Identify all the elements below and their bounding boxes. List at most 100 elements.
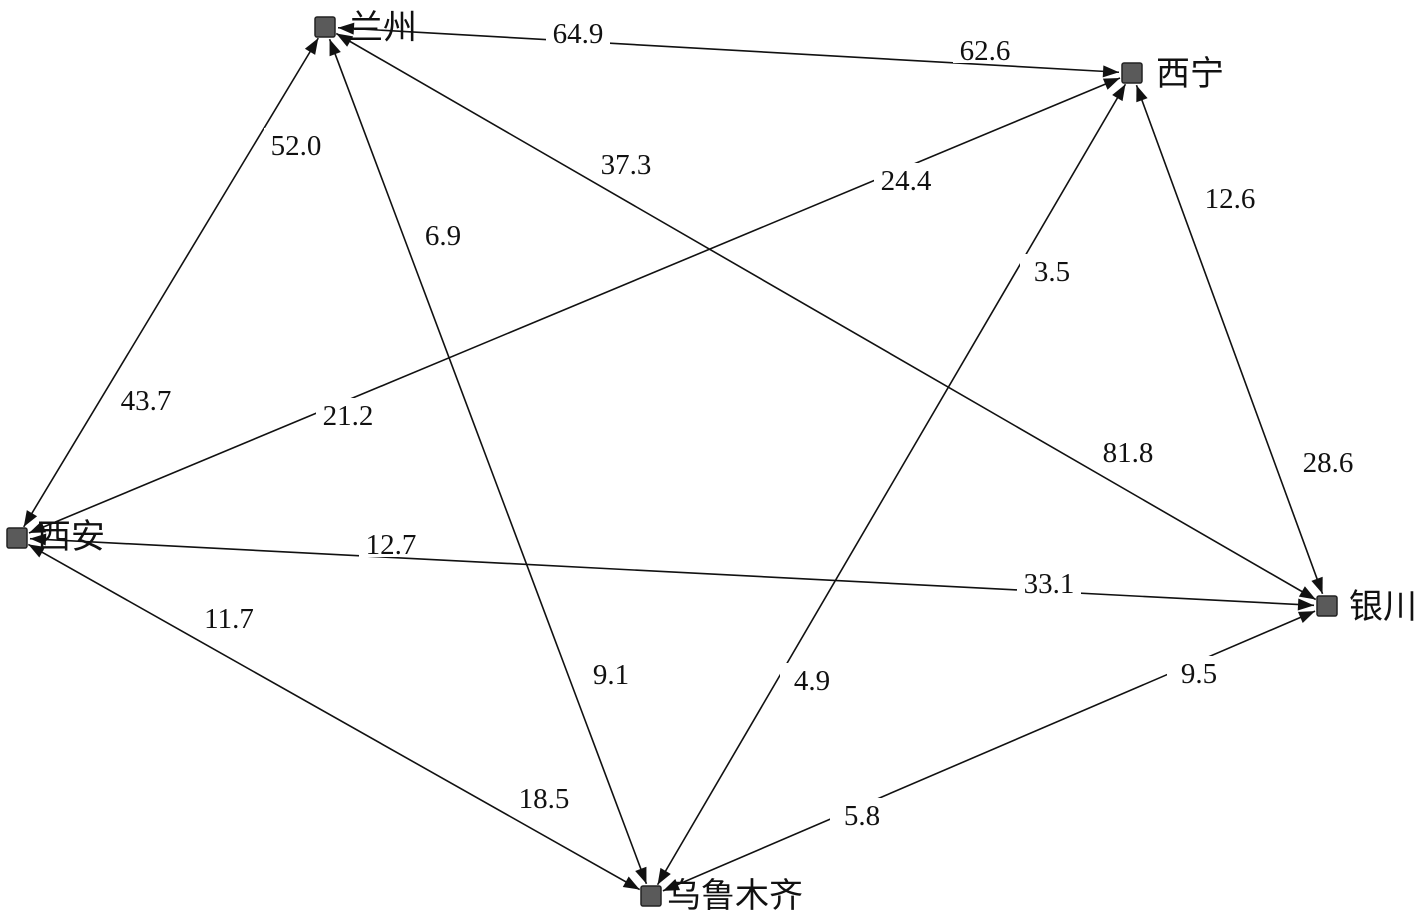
edge-label-bg: [264, 128, 328, 158]
edge-label-lanzhou-xian-xian: 43.7: [121, 385, 172, 417]
edges-layer: [23, 22, 1324, 892]
edge-label-bg: [1296, 445, 1360, 475]
node-label-xining: 西宁: [1156, 54, 1224, 94]
arrowhead-xining-urumqi-at-urumqi: [657, 867, 671, 885]
edge-label-bg: [512, 781, 576, 811]
edge-label-lanzhou-xian-lanzhou: 52.0: [271, 130, 322, 162]
node-urumqi: 乌鲁木齐: [640, 876, 803, 916]
arrowhead-lanzhou-yinchuan-at-yinchuan: [1298, 586, 1316, 600]
edge-label-lanzhou-urumqi-lanzhou: 6.9: [425, 220, 461, 252]
arrowhead-lanzhou-urumqi-at-lanzhou: [329, 39, 341, 57]
edge-label-bg: [874, 163, 938, 193]
arrowhead-lanzhou-xining-at-lanzhou: [337, 22, 355, 35]
edge-label-lanzhou-yinchuan-lanzhou: 37.3: [601, 149, 652, 181]
edge-xining-yinchuan: [1135, 84, 1324, 595]
edge-lanzhou-xian: [23, 37, 319, 528]
edge-lanzhou-urumqi: [328, 38, 648, 885]
edge-line-lanzhou-yinchuan: [335, 32, 1317, 601]
edge-xian-urumqi: [27, 543, 641, 891]
edge-label-bg: [411, 218, 475, 248]
edge-label-xining-xian-xian: 21.2: [323, 400, 374, 432]
node-label-urumqi: 乌鲁木齐: [667, 876, 803, 916]
edge-label-bg: [316, 398, 380, 428]
edge-label-bg: [114, 383, 178, 413]
node-xian: 西安: [6, 517, 105, 557]
node-label-lanzhou: 兰州: [349, 8, 417, 48]
edge-line-xian-urumqi: [27, 543, 641, 891]
edge-line-lanzhou-urumqi: [328, 38, 648, 885]
edge-line-xining-urumqi: [656, 83, 1127, 886]
arrowhead-xian-yinchuan-at-xian: [29, 533, 47, 546]
edge-label-bg: [197, 601, 261, 631]
edge-line-lanzhou-xining: [337, 26, 1120, 74]
edge-label-bg: [1017, 566, 1081, 596]
edge-label-xining-urumqi-xining: 3.5: [1034, 256, 1070, 288]
arrowhead-lanzhou-xining-at-xining: [1102, 65, 1120, 78]
edge-label-bg: [1167, 656, 1231, 686]
edge-urumqi-yinchuan: [662, 610, 1316, 892]
edge-label-xining-xian-xining: 24.4: [881, 165, 932, 197]
edge-label-bg: [953, 33, 1017, 63]
edge-label-bg: [359, 527, 423, 557]
edge-label-urumqi-yinchuan-urumqi: 5.8: [844, 800, 880, 832]
arrowhead-xining-yinchuan-at-yinchuan: [1311, 576, 1323, 594]
edge-label-urumqi-yinchuan-yinchuan: 9.5: [1181, 658, 1217, 690]
edge-label-bg: [780, 663, 844, 693]
arrowhead-urumqi-yinchuan-at-yinchuan: [1297, 611, 1316, 623]
edge-xining-xian: [28, 77, 1121, 534]
edge-label-lanzhou-xining-lanzhou: 64.9: [553, 18, 604, 50]
arrowhead-lanzhou-urumqi-at-urumqi: [635, 866, 647, 884]
edge-label-lanzhou-xining-xining: 62.6: [960, 35, 1011, 67]
node-label-yinchuan: 银川: [1349, 587, 1417, 627]
edge-label-bg: [830, 798, 894, 828]
arrowhead-lanzhou-xian-at-xian: [23, 510, 38, 527]
edge-label-bg: [579, 657, 643, 687]
edge-label-xian-yinchuan-yinchuan: 33.1: [1024, 568, 1075, 600]
arrowhead-lanzhou-yinchuan-at-lanzhou: [336, 33, 354, 47]
node-square-icon: [1316, 595, 1338, 617]
node-square-icon: [640, 885, 662, 907]
edge-label-xining-yinchuan-yinchuan: 28.6: [1303, 447, 1354, 479]
node-yinchuan: 银川: [1316, 587, 1417, 627]
edge-labels-layer: 64.9 62.6 52.0 43.7 37.3 81.8 6.9 9.1 24.4 21.2 12…: [114, 16, 1360, 832]
arrowhead-xian-urumqi-at-urumqi: [622, 876, 640, 890]
edge-line-xining-xian: [28, 77, 1121, 534]
node-xining: 西宁: [1121, 54, 1224, 94]
edge-line-xian-yinchuan: [29, 537, 1315, 607]
node-square-icon: [1121, 62, 1143, 84]
node-lanzhou: 兰州: [314, 8, 417, 48]
edge-label-bg: [1198, 181, 1262, 211]
edge-label-lanzhou-urumqi-urumqi: 9.1: [593, 659, 629, 691]
edge-label-lanzhou-yinchuan-yinchuan: 81.8: [1103, 437, 1154, 469]
edge-lanzhou-xining: [337, 22, 1120, 78]
arrowhead-lanzhou-xian-at-lanzhou: [304, 38, 319, 55]
arrowhead-xining-xian-at-xining: [1102, 78, 1121, 90]
node-square-icon: [314, 16, 336, 38]
edge-xining-urumqi: [656, 83, 1127, 886]
edge-label-xian-yinchuan-xian: 12.7: [366, 529, 417, 561]
edge-label-xining-urumqi-urumqi: 4.9: [794, 665, 830, 697]
edge-line-xining-yinchuan: [1135, 84, 1324, 595]
edge-label-bg: [1020, 254, 1084, 284]
edge-line-urumqi-yinchuan: [662, 610, 1316, 892]
edge-line-lanzhou-xian: [23, 37, 319, 528]
arrowhead-xian-yinchuan-at-yinchuan: [1297, 598, 1315, 611]
arrowhead-xian-urumqi-at-xian: [28, 544, 46, 558]
edge-label-xining-yinchuan-xining: 12.6: [1205, 183, 1256, 215]
edge-label-bg: [1096, 435, 1160, 465]
edge-label-xian-urumqi-urumqi: 18.5: [519, 783, 570, 815]
arrowhead-xining-urumqi-at-xining: [1112, 84, 1126, 102]
node-label-xian: 西安: [37, 517, 105, 557]
arrowhead-xining-yinchuan-at-xining: [1136, 85, 1148, 103]
node-square-icon: [6, 527, 28, 549]
edge-label-bg: [594, 147, 658, 177]
edge-label-bg: [546, 16, 610, 46]
arrowhead-urumqi-yinchuan-at-urumqi: [662, 879, 681, 891]
edge-xian-yinchuan: [29, 533, 1315, 611]
arrowhead-xining-xian-at-xian: [28, 521, 47, 533]
edge-lanzhou-yinchuan: [335, 32, 1317, 601]
edge-label-xian-urumqi-xian: 11.7: [204, 603, 254, 635]
